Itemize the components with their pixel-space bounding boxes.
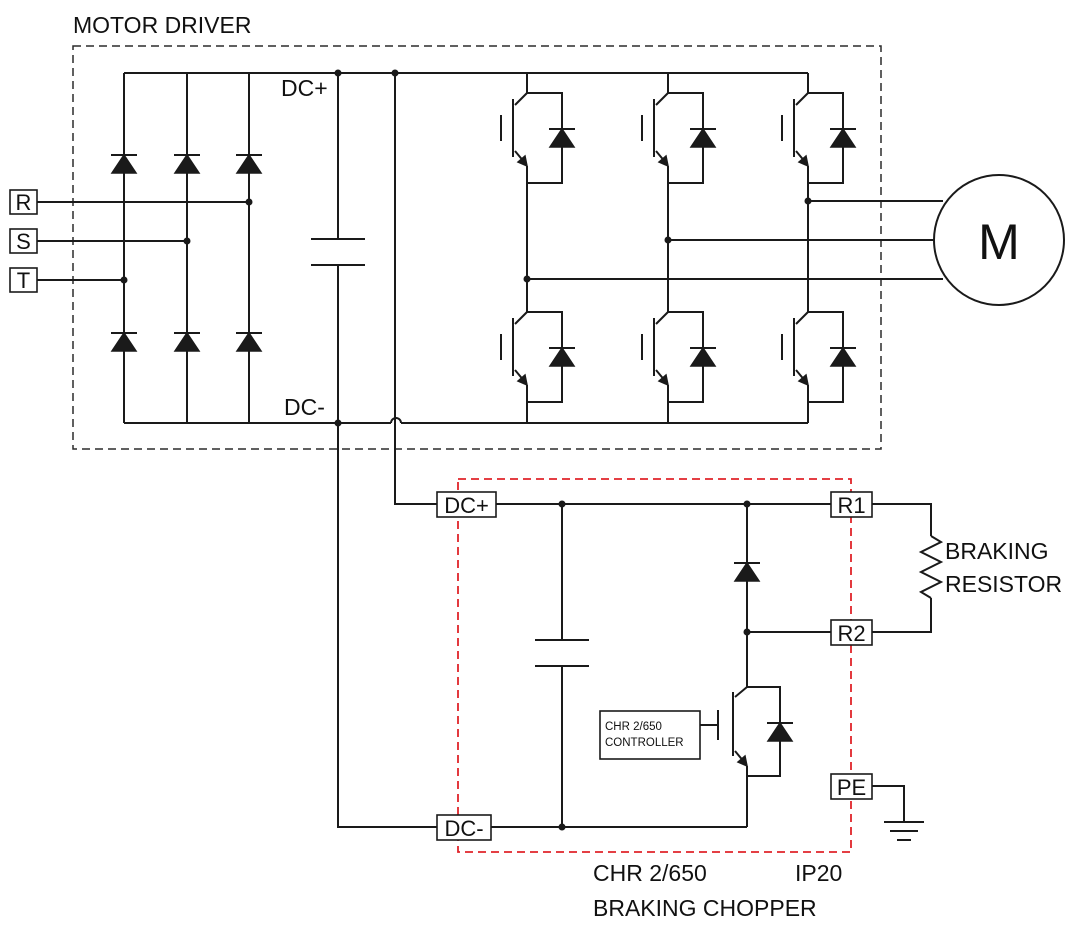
terminal-s: S <box>9 228 38 254</box>
rectifier-diode-upper-3 <box>235 153 263 174</box>
motor-output-wires <box>523 197 943 283</box>
chopper-name-label: BRAKING CHOPPER <box>593 895 817 921</box>
rectifier-diode-upper-2 <box>173 153 201 174</box>
terminal-r2: R2 <box>830 619 873 646</box>
rectifier-diode-upper-1 <box>110 153 138 174</box>
terminal-dc-minus-label: DC- <box>444 816 483 841</box>
dc-plus-bus-label: DC+ <box>281 75 328 101</box>
rectifier-bridge <box>110 73 263 423</box>
terminal-t-label: T <box>17 268 30 293</box>
braking-resistor-label-line2: RESISTOR <box>945 571 1062 597</box>
igbt-upper-3 <box>781 73 857 279</box>
dc-link-capacitor <box>311 73 365 423</box>
dc-bus-wires <box>124 72 808 424</box>
motor-driver-label: MOTOR DRIVER <box>73 12 251 38</box>
ground-symbol <box>872 785 924 841</box>
terminal-dc-minus: DC- <box>436 814 492 841</box>
chopper-igbt <box>700 632 794 827</box>
terminal-r: R <box>9 189 38 215</box>
motor: M <box>933 174 1065 306</box>
terminal-r-label: R <box>16 190 32 215</box>
rectifier-diode-lower-3 <box>235 331 263 352</box>
rectifier-diode-lower-2 <box>173 331 201 352</box>
braking-resistor-label-line1: BRAKING <box>945 538 1049 564</box>
input-phase-wires <box>37 201 249 281</box>
dc-minus-bus-label: DC- <box>284 394 325 420</box>
driver-to-chopper-wires <box>337 423 437 828</box>
rectifier-diode-lower-1 <box>110 331 138 352</box>
terminal-dc-plus-label: DC+ <box>444 493 489 518</box>
motor-symbol-label: M <box>978 214 1020 270</box>
terminal-t: T <box>9 267 38 293</box>
chopper-capacitor <box>535 504 589 827</box>
terminal-dc-plus: DC+ <box>436 491 497 518</box>
terminal-pe-label: PE <box>837 775 866 800</box>
chopper-freewheel-diode <box>733 504 831 636</box>
terminal-s-label: S <box>16 229 31 254</box>
braking-resistor <box>872 503 944 633</box>
controller-label-line1: CHR 2/650 <box>605 721 662 733</box>
terminal-r1: R1 <box>830 491 873 518</box>
motor-driver-boundary <box>72 45 882 450</box>
terminal-r1-label: R1 <box>837 493 865 518</box>
terminal-pe: PE <box>830 773 873 800</box>
chopper-ip-rating-label: IP20 <box>795 860 842 886</box>
braking-chopper-boundary <box>457 478 852 853</box>
igbt-upper-1 <box>500 73 576 279</box>
igbt-lower-1 <box>500 292 576 423</box>
chopper-model-label: CHR 2/650 <box>593 860 707 886</box>
terminal-r2-label: R2 <box>837 621 865 646</box>
controller-label-line2: CONTROLLER <box>605 737 684 749</box>
igbt-lower-2 <box>641 292 717 423</box>
igbt-inverter <box>500 73 857 423</box>
chopper-controller: CHR 2/650 CONTROLLER <box>599 710 701 760</box>
igbt-lower-3 <box>781 292 857 423</box>
igbt-upper-2 <box>641 73 717 279</box>
